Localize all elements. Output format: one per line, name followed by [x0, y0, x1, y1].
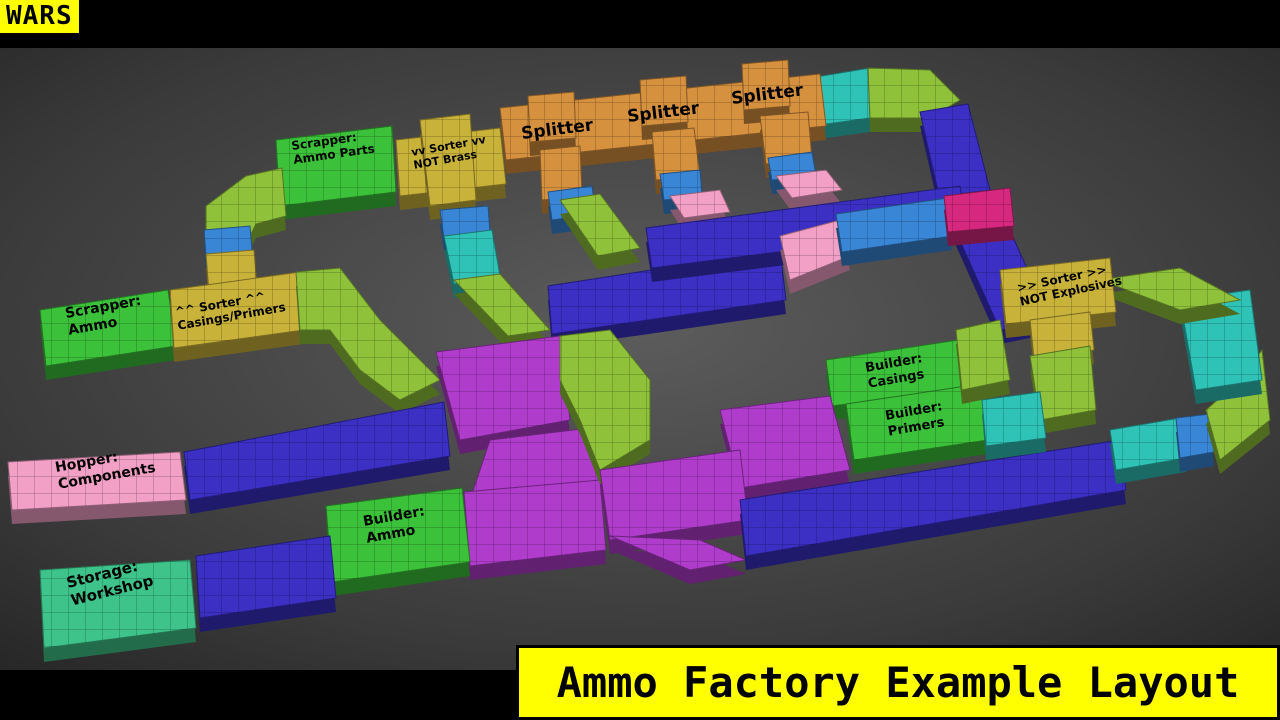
scrapper-ammo-parts-tiles	[276, 126, 396, 206]
label-builder-primers: Builder: Primers	[884, 398, 951, 439]
merger-violet-tiles	[600, 450, 748, 540]
curve-top-right-tiles	[868, 68, 960, 118]
merger-bottom-tiles	[464, 480, 606, 566]
belt-right-down-tiles	[920, 104, 990, 200]
builder-casings-tiles	[826, 340, 964, 406]
merger-right-tiles	[720, 396, 850, 488]
sorter-explosives-col-tiles	[1030, 312, 1094, 358]
left-blue-segment-tiles	[204, 226, 252, 256]
belt-light-blue-tiles	[836, 198, 952, 252]
belt-storage-line-tiles	[196, 536, 336, 618]
belt-blue-bottom-tiles	[1176, 414, 1214, 458]
belt-cyan-top-tiles	[810, 68, 870, 126]
merger-lower-tiles	[470, 428, 600, 500]
scrapper-ammo-tiles	[40, 290, 176, 366]
pink-diagonal-tiles	[780, 220, 850, 280]
splitter-1-out-tiles	[540, 146, 582, 200]
magenta-tile-tiles	[944, 188, 1014, 232]
belt-cyan-mid-tiles	[982, 392, 1046, 446]
belt-bottom-long-tiles	[740, 440, 1126, 556]
channel-logo-badge: WARS	[0, 0, 79, 33]
sorter-not-explosives-tiles	[1000, 258, 1116, 324]
belt-cyan-bottom-tiles	[1110, 418, 1186, 470]
hopper-components-tiles	[8, 452, 186, 510]
merger-upper-tiles	[436, 336, 570, 440]
storage-workshop-tiles	[40, 560, 196, 648]
curve-sorter-down-tiles	[454, 274, 550, 336]
sorter-casings-primers-tiles	[170, 272, 304, 348]
splitter-3-block-tiles	[742, 60, 790, 110]
merger-ramp-tiles	[610, 536, 746, 570]
splitter-3-pink-tiles	[776, 170, 842, 198]
splitter-2-out-tiles	[652, 128, 700, 180]
splitter-3-out-tiles	[760, 112, 812, 164]
sorter-out-blue-tiles	[440, 206, 490, 238]
curve-merger-loop-tiles	[560, 330, 650, 470]
curve-explosives-down-tiles	[1030, 346, 1096, 420]
video-title-caption: Ammo Factory Example Layout	[516, 645, 1280, 720]
sorter-out-cyan-tiles	[444, 230, 500, 284]
curve-mid-right-tiles	[956, 320, 1010, 390]
belt-hopper-line-tiles	[184, 402, 450, 500]
splitter-2-pink-tiles	[670, 190, 730, 218]
curve-splitter-loop-tiles	[560, 194, 640, 256]
sorter-not-brass-col-tiles	[420, 114, 476, 206]
builder-ammo-tiles	[326, 488, 470, 582]
conveyor-network	[7, 59, 1271, 662]
merger-ramp-side	[610, 550, 746, 584]
splitter-2-feed-tiles	[660, 170, 702, 200]
splitter-1-block-tiles	[528, 92, 576, 142]
builder-primers-tiles	[846, 384, 988, 460]
curve-right-top-tiles	[1100, 268, 1240, 310]
curve-s-left-tiles	[296, 268, 440, 400]
splitter-2-block-tiles	[640, 76, 688, 126]
